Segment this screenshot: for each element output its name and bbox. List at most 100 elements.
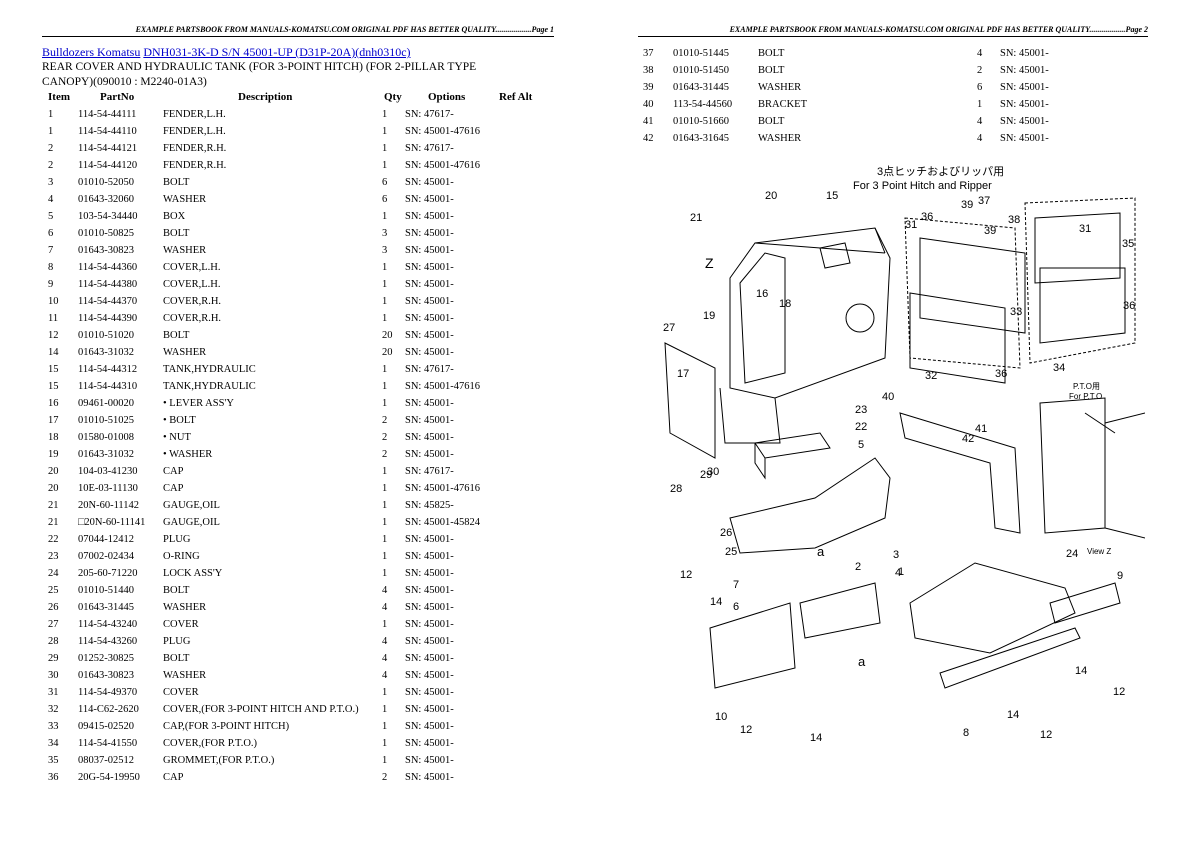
options-cell: SN: 45001- bbox=[405, 772, 454, 783]
arrow-a-lower: a bbox=[858, 654, 866, 669]
callout-label: 12 bbox=[680, 569, 692, 581]
partno-cell: 114-54-44110 bbox=[78, 126, 137, 137]
item-cell: 40 bbox=[643, 99, 654, 110]
callout-label: 21 bbox=[690, 212, 702, 224]
options-cell: SN: 45001- bbox=[405, 194, 454, 205]
callout-label: 28 bbox=[670, 483, 682, 495]
callout-label: 2 bbox=[855, 561, 861, 573]
partno-cell: 01010-51020 bbox=[78, 330, 134, 341]
callout-label: 14 bbox=[1007, 709, 1019, 721]
options-cell: SN: 45001- bbox=[405, 228, 454, 239]
item-cell: 34 bbox=[48, 738, 59, 749]
qty-cell: 1 bbox=[382, 551, 388, 562]
callout-label: 31 bbox=[905, 219, 917, 231]
item-cell: 9 bbox=[48, 279, 54, 290]
options-cell: SN: 45001- bbox=[1000, 65, 1049, 76]
fender-1-drawing bbox=[909, 562, 1076, 654]
qty-cell: 2 bbox=[382, 432, 388, 443]
partno-cell: 114-54-44360 bbox=[78, 262, 138, 273]
description-cell: • LEVER ASS'Y bbox=[163, 398, 234, 409]
partno-cell: 08037-02512 bbox=[78, 755, 134, 766]
callout-label: 12 bbox=[740, 724, 752, 736]
qty-cell: 2 bbox=[382, 415, 388, 426]
options-cell: SN: 45001-47616 bbox=[405, 160, 480, 171]
qty-cell: 1 bbox=[382, 755, 388, 766]
qty-cell: 1 bbox=[382, 687, 388, 698]
item-cell: 6 bbox=[48, 228, 54, 239]
description-cell: FENDER,L.H. bbox=[163, 126, 226, 137]
partno-cell: 07002-02434 bbox=[78, 551, 134, 562]
qty-cell: 2 bbox=[977, 65, 983, 76]
breadcrumb-link-model[interactable]: DNH031-3K-D S/N 45001-UP (D31P-20A)(dnh0… bbox=[143, 45, 411, 59]
options-cell: SN: 45001- bbox=[405, 602, 454, 613]
description-cell: LOCK ASS'Y bbox=[163, 568, 223, 579]
partno-cell: 114-C62-2620 bbox=[78, 704, 139, 715]
qty-cell: 4 bbox=[977, 48, 983, 59]
partno-cell: 01580-01008 bbox=[78, 432, 134, 443]
qty-cell: 4 bbox=[382, 602, 388, 613]
options-cell: SN: 45001- bbox=[405, 670, 454, 681]
options-cell: SN: 45001- bbox=[405, 636, 454, 647]
options-cell: SN: 45001- bbox=[405, 568, 454, 579]
parts-table-left: Item PartNo Description Qty Options Ref … bbox=[48, 89, 568, 786]
qty-cell: 6 bbox=[382, 194, 388, 205]
callout-label: 39 bbox=[984, 225, 996, 237]
cover-27-drawing bbox=[664, 342, 716, 459]
options-cell: SN: 45001- bbox=[405, 585, 454, 596]
description-cell: • BOLT bbox=[163, 415, 196, 426]
description-cell: WASHER bbox=[758, 133, 802, 144]
qty-cell: 1 bbox=[382, 296, 388, 307]
qty-cell: 1 bbox=[382, 279, 388, 290]
options-cell: SN: 47617- bbox=[405, 109, 454, 120]
pto-caption-jp: P.T.O用 bbox=[1073, 382, 1100, 391]
callout-label: 3 bbox=[893, 549, 899, 561]
item-cell: 20 bbox=[48, 483, 59, 494]
description-cell: CAP bbox=[163, 483, 184, 494]
callout-label: 7 bbox=[733, 579, 739, 591]
description-cell: WASHER bbox=[163, 602, 207, 613]
partno-cell: 01643-32060 bbox=[78, 194, 134, 205]
qty-cell: 1 bbox=[382, 364, 388, 375]
callout-label: 14 bbox=[1075, 665, 1087, 677]
qty-cell: 1 bbox=[382, 160, 388, 171]
description-cell: FENDER,R.H. bbox=[163, 160, 227, 171]
col-partno: PartNo bbox=[100, 91, 135, 103]
callout-label: 35 bbox=[1122, 238, 1134, 250]
options-cell: SN: 45001- bbox=[405, 279, 454, 290]
item-cell: 33 bbox=[48, 721, 59, 732]
callout-label: 14 bbox=[710, 596, 722, 608]
partno-cell: 103-54-34440 bbox=[78, 211, 138, 222]
col-item: Item bbox=[48, 91, 70, 103]
qty-cell: 1 bbox=[382, 211, 388, 222]
description-cell: COVER bbox=[163, 687, 199, 698]
qty-cell: 20 bbox=[382, 330, 393, 341]
qty-cell: 2 bbox=[382, 449, 388, 460]
options-cell: SN: 45001- bbox=[405, 245, 454, 256]
table-header: Item PartNo Description Qty Options Ref … bbox=[48, 89, 568, 106]
item-cell: 42 bbox=[643, 133, 654, 144]
qty-cell: 1 bbox=[382, 381, 388, 392]
description-cell: BRACKET bbox=[758, 99, 808, 110]
callout-label: 20 bbox=[765, 190, 777, 202]
qty-cell: 1 bbox=[382, 738, 388, 749]
options-cell: SN: 45001-45824 bbox=[405, 517, 480, 528]
hydraulic-tank-drawing bbox=[719, 227, 891, 444]
item-cell: 5 bbox=[48, 211, 54, 222]
partno-cell: 01643-31032 bbox=[78, 449, 134, 460]
col-refalt: Ref Alt bbox=[499, 91, 533, 103]
partno-cell: 113-54-44560 bbox=[673, 99, 733, 110]
qty-cell: 4 bbox=[382, 653, 388, 664]
callout-label: 33 bbox=[1010, 306, 1022, 318]
breadcrumb-link-category[interactable]: Bulldozers Komatsu bbox=[42, 45, 141, 59]
